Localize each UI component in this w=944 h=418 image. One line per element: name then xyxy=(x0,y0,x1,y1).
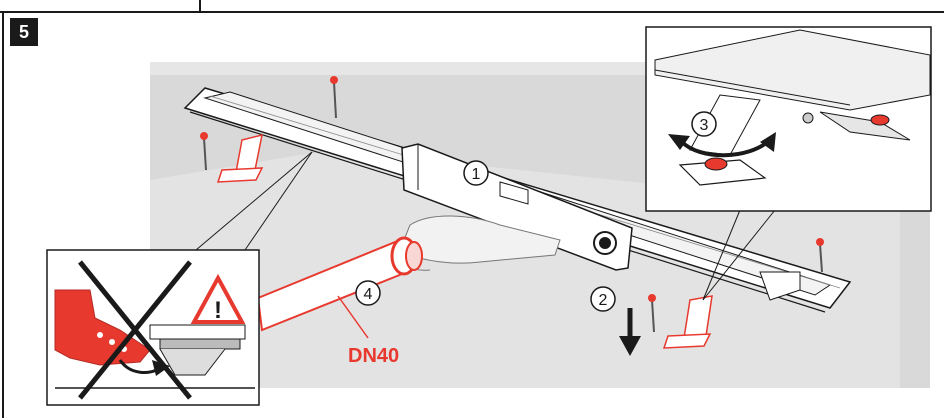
callout-4: 4 xyxy=(355,280,381,306)
inset-adjust-foot: 3 xyxy=(645,26,932,212)
pipe-leader-line xyxy=(337,295,369,339)
screw-icon xyxy=(200,132,208,171)
inset-do-not-step: ! xyxy=(46,249,260,406)
callout-3: 3 xyxy=(691,111,717,137)
rotate-arrow-icon xyxy=(668,132,776,158)
callout-1: 1 xyxy=(463,160,489,186)
support-leg-right xyxy=(662,295,713,349)
pipe-size-label: DN40 xyxy=(348,345,399,367)
callout-1-label: 1 xyxy=(472,166,481,183)
screw-icon xyxy=(816,238,824,273)
zoom-pointer-right xyxy=(702,209,741,301)
step-number-badge: 5 xyxy=(10,18,38,46)
drain-pipe xyxy=(256,236,423,332)
zoom-pointer-left xyxy=(244,151,313,251)
foot-icon xyxy=(54,289,151,366)
callout-4-label: 4 xyxy=(364,286,373,303)
zoom-pointer-left xyxy=(195,151,313,251)
spirit-level xyxy=(401,143,633,271)
callout-2-label: 2 xyxy=(599,292,608,309)
screw-icon xyxy=(648,294,656,333)
support-leg-left xyxy=(216,133,264,183)
svg-text:!: ! xyxy=(214,297,222,324)
callout-2: 2 xyxy=(590,286,616,312)
prohibited-cross-icon xyxy=(78,260,192,400)
arrow-down-icon xyxy=(619,308,641,356)
callout-3-label: 3 xyxy=(700,117,709,134)
screw-icon xyxy=(330,76,338,119)
drain-cross-section xyxy=(55,324,255,389)
zoom-pointer-right xyxy=(702,209,776,301)
warning-triangle-icon: ! xyxy=(190,273,246,324)
